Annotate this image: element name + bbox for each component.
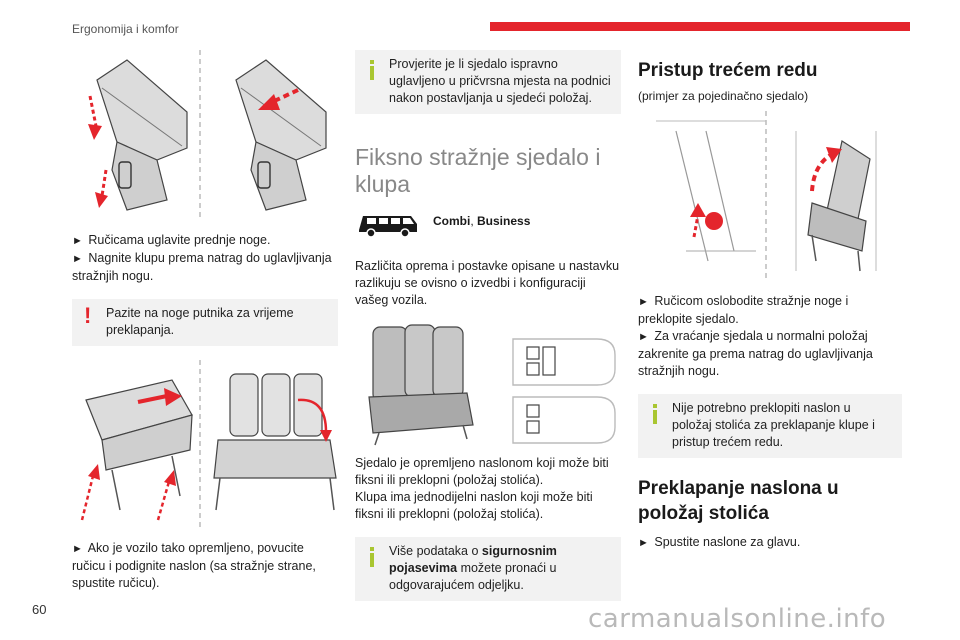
instruction-list-1: ► Ručicama uglavite prednje noge. ► Nagn… (72, 232, 338, 285)
section-header-title: Ergonomija i komfor (72, 22, 179, 36)
info-note-third-row: Nije potrebno preklopiti naslon u položa… (638, 394, 902, 458)
instruction-list-3: ► Ručicom oslobodite stražnje noge i pre… (638, 293, 902, 380)
illustration-seat-layout-plan (501, 317, 621, 447)
bullet-arrow: ► (638, 331, 649, 343)
info-icon (367, 547, 377, 567)
info-icon (650, 404, 660, 424)
info-text: Nije potrebno preklopiti naslon u položa… (672, 401, 875, 449)
header-accent-bar (490, 22, 910, 31)
figure-fixed-seats (355, 317, 621, 449)
title-third-row-access: Pristup trećem redu (638, 60, 818, 81)
illustration-bench-front-legs (72, 50, 202, 218)
section-title-fixed-seat: Fiksno stražnje sjedalo i klupa (355, 144, 601, 197)
instruction-list-4: ► Spustite naslone za glavu. (638, 534, 902, 552)
page-number: 60 (32, 602, 47, 617)
illustration-pull-lever-raise-backrest (72, 360, 202, 528)
instruction-item: ► Spustite naslone za glavu. (638, 535, 801, 549)
version-badge-row: Combi, Business (355, 210, 621, 240)
warning-exclamation-icon: ! (84, 303, 92, 328)
instruction-item: ► Za vraćanje sjedala u normalni položaj… (638, 329, 873, 378)
illustration-seat-row-view (208, 360, 338, 528)
illustration-seat-fold-forward (646, 111, 896, 279)
intro-text: Različita oprema i postavke opisane u na… (355, 259, 620, 307)
instruction-item: ► Ručicom oslobodite stražnje noge i pre… (638, 294, 849, 326)
column-1: ► Ručicama uglavite prednje noge. ► Nagn… (72, 50, 338, 592)
warning-text: Pazite na noge putnika za vrijeme prekla… (106, 306, 294, 337)
info-icon (367, 60, 377, 80)
bullet-arrow: ► (638, 296, 649, 308)
instruction-item: ► Ako je vozilo tako opremljeno, povucit… (72, 541, 316, 590)
column-2: Provjerite je li sjedalo ispravno uglavl… (355, 50, 621, 601)
figure-bench-fold-steps (72, 50, 338, 220)
seat-description: Sjedalo je opremljeno naslonom koji može… (355, 455, 621, 523)
instruction-list-2: ► Ako je vozilo tako opremljeno, povucit… (72, 540, 338, 592)
van-icon (359, 216, 417, 238)
bullet-arrow: ► (72, 235, 83, 247)
info-text: Provjerite je li sjedalo ispravno uglavl… (389, 57, 611, 105)
bullet-arrow: ► (72, 253, 83, 265)
column-3: Pristup trećem redu (primjer za pojedina… (638, 50, 902, 552)
description-seat: Sjedalo je opremljeno naslonom koji može… (355, 456, 609, 487)
figure-backrest-lift (72, 360, 338, 530)
illustration-fixed-bench (355, 317, 485, 447)
info-note-seat-locked: Provjerite je li sjedalo ispravno uglavl… (355, 50, 621, 114)
figure-seat-fold (638, 111, 902, 281)
site-watermark: carmanualsonline.info (588, 604, 887, 634)
instruction-item: ► Ručicama uglavite prednje noge. (72, 233, 271, 247)
seatbelts-reference: sigurnosnim pojasevima (389, 544, 557, 575)
title-fold-backrest-table: Preklapanje naslona u položaj stolića (638, 478, 839, 524)
description-bench: Klupa ima jednodijelni naslon koji može … (355, 490, 593, 521)
version-label: Combi, Business (433, 214, 531, 228)
bullet-arrow: ► (72, 543, 83, 555)
bullet-arrow: ► (638, 537, 649, 549)
warning-note: ! Pazite na noge putnika za vrijeme prek… (72, 299, 338, 346)
instruction-item: ► Nagnite klupu prema natrag do uglavlji… (72, 251, 332, 283)
info-note-seatbelts: Više podataka o sigurnosnim pojasevima m… (355, 537, 621, 601)
illustration-bench-tilt-back (208, 50, 338, 218)
subtitle-example: (primjer za pojedinačno sjedalo) (638, 89, 809, 103)
